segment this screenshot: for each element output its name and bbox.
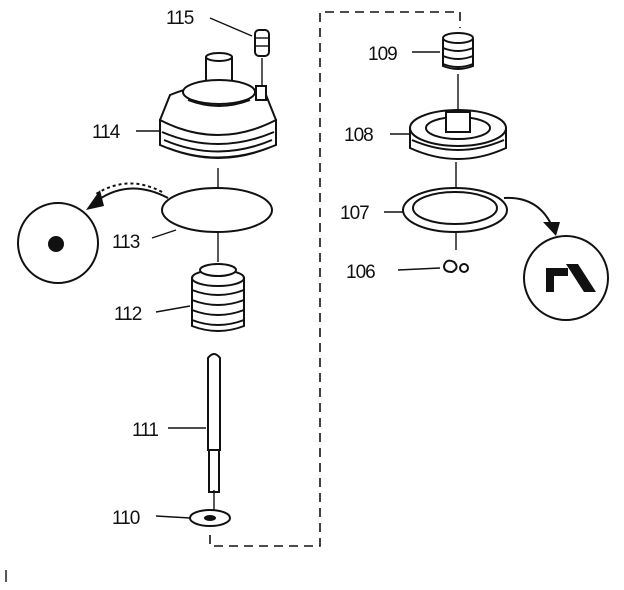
label-113: 113 [112,232,140,253]
leader-112 [155,305,191,313]
label-107: 107 [340,203,369,224]
leader-113 [151,229,177,239]
assembly-path-line [209,11,461,547]
leader-115 [209,17,253,37]
leader-110 [155,515,191,519]
label-111: 111 [132,420,158,441]
part-108-seat [409,74,507,160]
label-109: 109 [368,44,397,65]
lubricate-callout [17,182,169,284]
part-106-clip [442,259,469,274]
part-111-stem [207,353,221,512]
part-112-spring [191,263,245,332]
label-108: 108 [344,125,373,146]
label-114: 114 [92,122,121,143]
part-115-pin [254,29,270,90]
part-109-spring [442,32,474,70]
part-114-cap [158,52,278,159]
leader-106 [397,267,441,271]
part-113-o-ring [161,187,273,233]
label-112: 112 [114,304,142,325]
label-110: 110 [112,508,140,529]
install-callout [503,196,609,321]
label-106: 106 [346,262,375,283]
part-107-o-ring [402,187,508,233]
part-110-washer [189,509,231,527]
label-115: 115 [166,8,194,29]
